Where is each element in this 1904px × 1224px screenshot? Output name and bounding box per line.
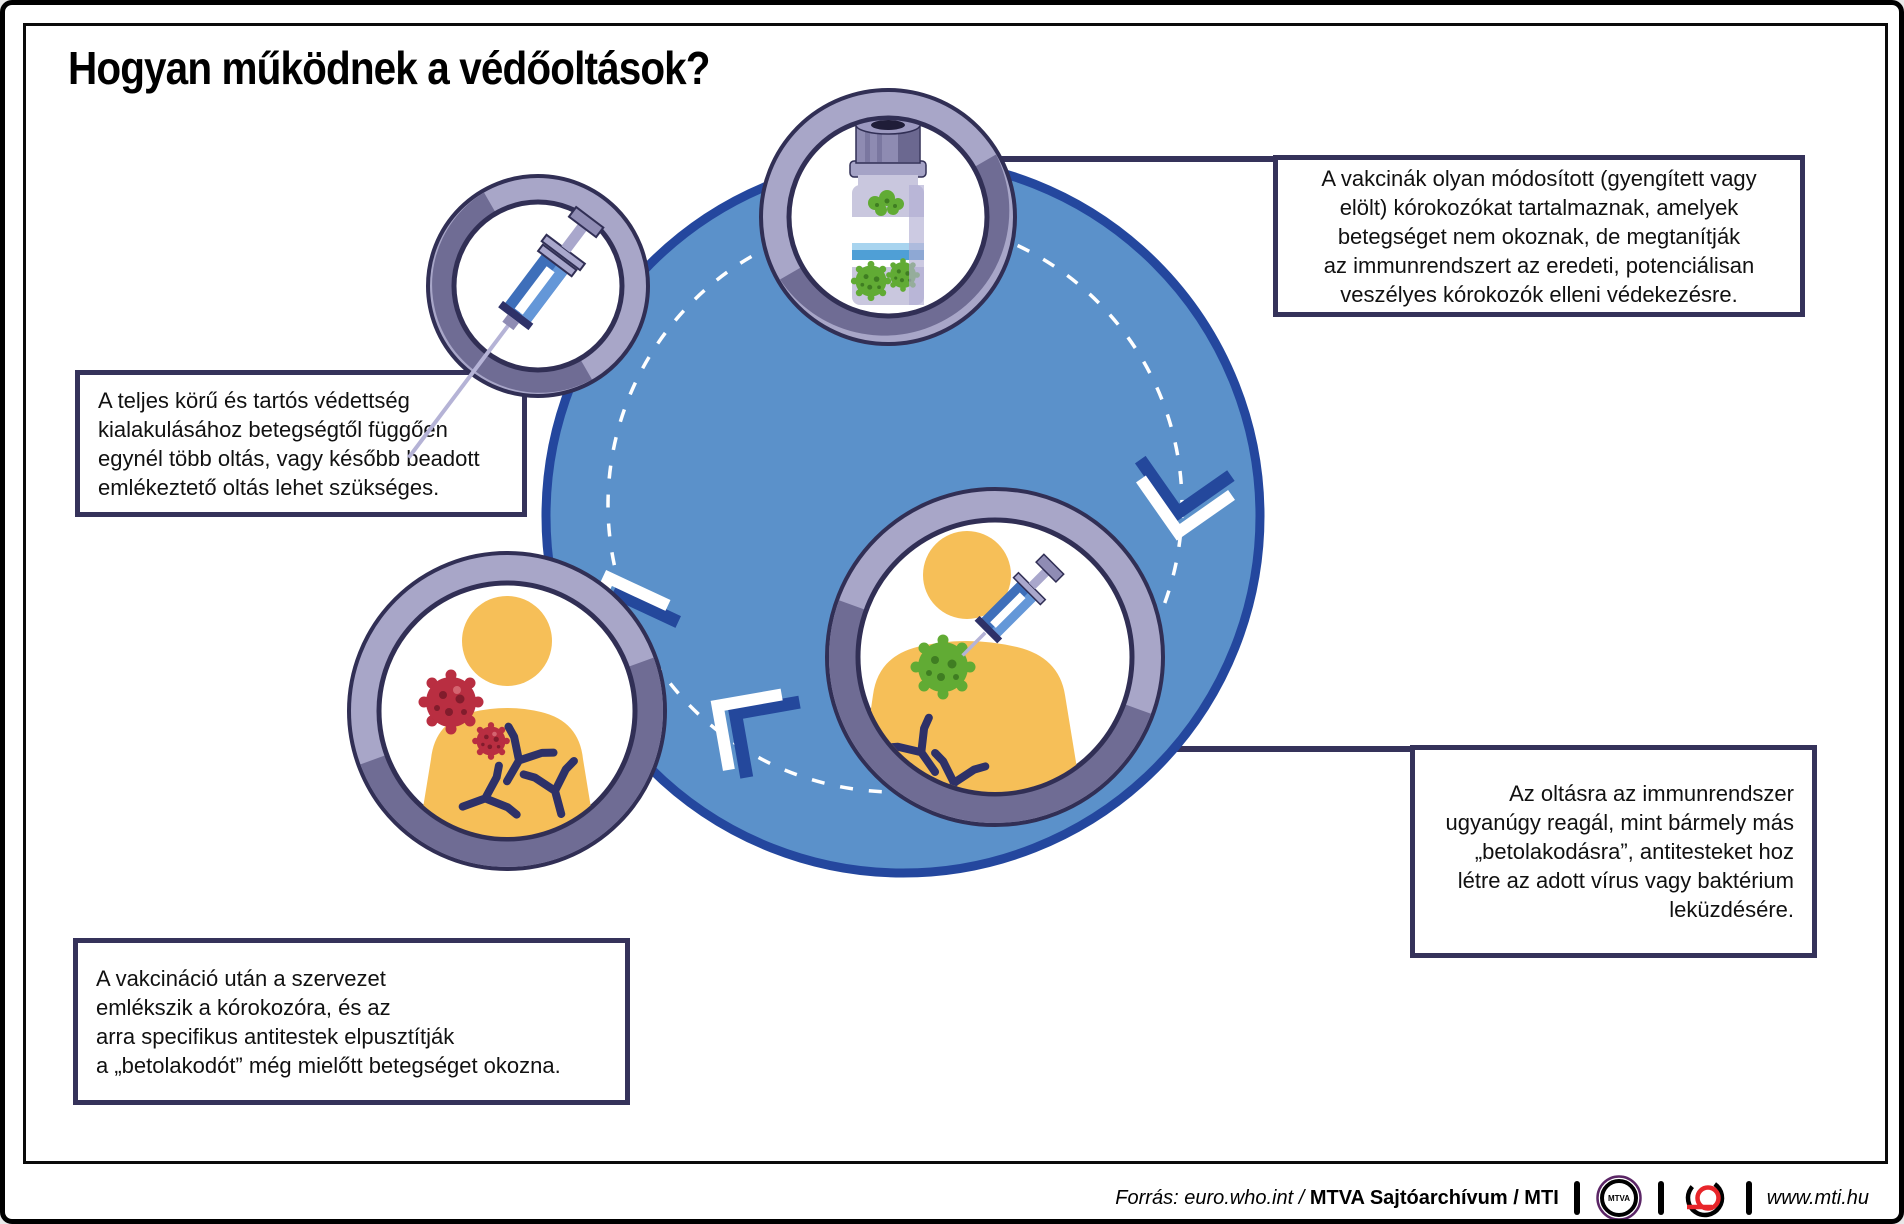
callout-immune-memory: A vakcináció után a szervezet emlékszik …: [73, 938, 630, 1105]
page-title: Hogyan működnek a védőoltások?: [68, 42, 711, 94]
callout-booster-text: A teljes körű és tartós védettség kialak…: [98, 387, 480, 500]
callout-vaccine-description: A vakcinák olyan módosított (gyengített …: [1273, 155, 1805, 317]
source-prefix: Forrás: euro.who.int /: [1115, 1186, 1310, 1209]
footer-divider: [1745, 1181, 1752, 1215]
callout-booster-shots: A teljes körű és tartós védettség kialak…: [75, 370, 527, 517]
inner-frame: [23, 23, 1888, 1164]
mtva-logo-text: MTVA: [1608, 1194, 1630, 1203]
mti-logo: [1685, 1178, 1724, 1218]
callout-response-text: Az oltásra az immunrendszer ugyanúgy rea…: [1445, 781, 1795, 922]
mtva-logo: MTVA: [1596, 1175, 1642, 1219]
footer-divider: [1657, 1181, 1664, 1215]
callout-memory-text: A vakcináció után a szervezet emlékszik …: [96, 965, 561, 1078]
website-link: www.mti.hu: [1766, 1186, 1869, 1209]
source-footer: Forrás: euro.who.int / MTVA Sajtóarchívu…: [1115, 1173, 1869, 1219]
callout-vaccine-text: A vakcinák olyan módosított (gyengített …: [1321, 165, 1757, 307]
source-line: Forrás: euro.who.int / MTVA Sajtóarchívu…: [1115, 1187, 1558, 1210]
footer-divider: [1573, 1181, 1580, 1215]
source-archive: MTVA Sajtóarchívum / MTI: [1309, 1186, 1559, 1209]
callout-immune-response: Az oltásra az immunrendszer ugyanúgy rea…: [1410, 745, 1817, 958]
